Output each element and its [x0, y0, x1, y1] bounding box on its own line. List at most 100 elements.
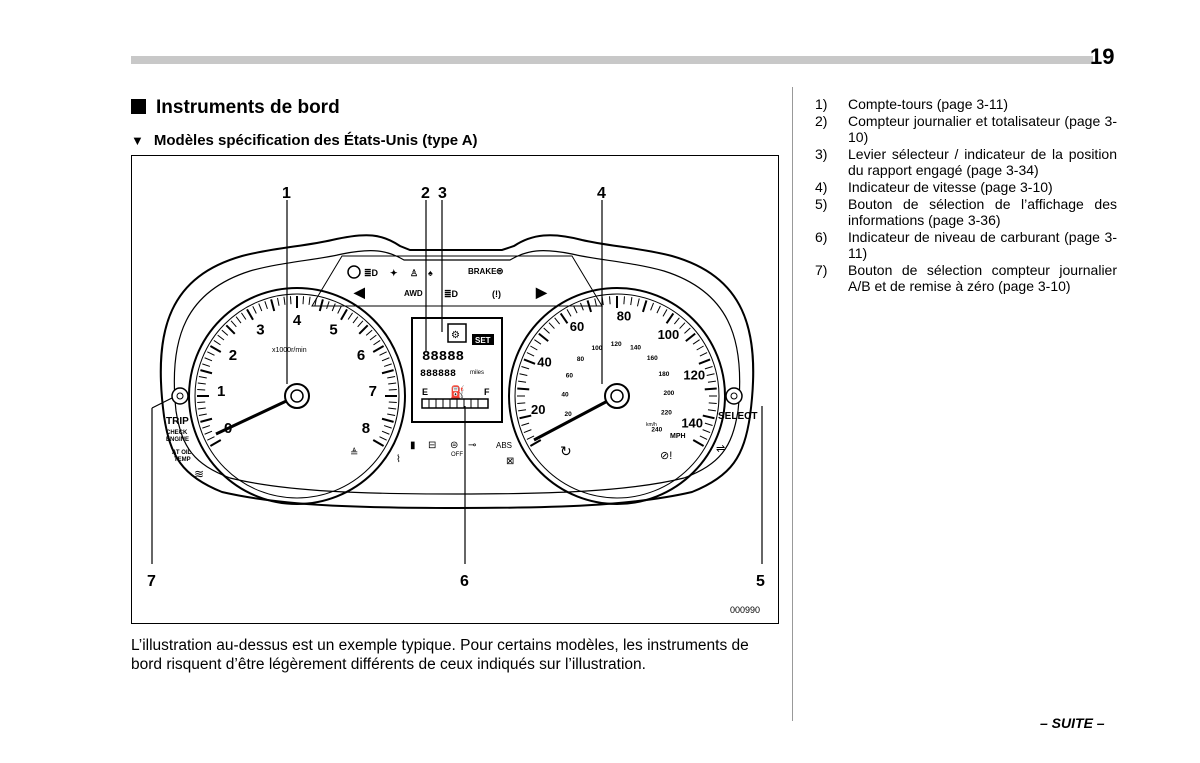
kmh-scale-number: 140: [630, 345, 641, 352]
legend-item: 7)Bouton de sélection compteur journalie…: [815, 262, 1117, 294]
gauge-tick: [641, 300, 648, 313]
brake-label: BRAKE: [468, 267, 497, 276]
gauge-tick: [704, 387, 717, 391]
tachometer-needle: [215, 394, 298, 436]
column-divider: [792, 87, 793, 721]
high-beam-icon: ≣D: [444, 289, 459, 299]
gauge-tick: [388, 382, 397, 385]
gauge-tick: [699, 435, 708, 440]
seat-icon: ♙: [410, 268, 418, 278]
gauge-tick: [702, 429, 711, 433]
instrument-cluster-illustration: ≣D ✦ ♙ ♠ BRAKE ⊜ ◀ AWD ≣D (!) ▶ 01234567…: [147, 185, 765, 615]
gauge-tick: [264, 301, 268, 310]
gauge-tick: [665, 312, 675, 324]
center-display: ⚙ SET 88888 888888 miles E ⛽ F ▮ ⊟ ⊜ OFF…: [396, 317, 514, 467]
fuel-empty-label: E: [422, 387, 428, 397]
traction-icon: ♠: [428, 268, 433, 278]
mph-unit: MPH: [670, 433, 686, 440]
legend-text: Indicateur de niveau de carburant (page …: [848, 229, 1117, 261]
mph-scale-number: 80: [617, 309, 631, 324]
gauge-tick: [197, 401, 206, 404]
kmh-scale-number: 240: [651, 427, 662, 434]
gauge-tick: [200, 369, 213, 375]
gauge-tick: [708, 402, 717, 404]
tachometer-scale-number: 3: [256, 321, 264, 338]
page-number: 19: [1090, 44, 1115, 69]
tachometer-unit: x1000r/min: [272, 347, 307, 354]
callout-5: 5: [756, 573, 765, 590]
check-engine-label-1: CHECK: [166, 430, 188, 436]
gauge-tick: [204, 430, 213, 435]
gauge-tick: [656, 305, 661, 314]
gauge-tick: [204, 357, 213, 362]
gauge-tick: [692, 339, 700, 345]
gauge-tick: [702, 414, 715, 420]
gauge-tick: [241, 312, 247, 320]
gauge-tick: [517, 387, 530, 391]
gauge-tick: [692, 439, 705, 447]
gauge-tick: [277, 297, 280, 306]
vdc-off-label: OFF: [451, 452, 463, 458]
gauge-tick: [252, 306, 257, 314]
gauge-tick: [538, 332, 549, 342]
mph-scale-number: 140: [681, 416, 703, 431]
warning-triangle-icon: ⊘!: [660, 450, 672, 462]
kmh-scale-number: 120: [611, 341, 622, 348]
legend-item: 6)Indicateur de niveau de carburant (pag…: [815, 229, 1117, 261]
gauge-tick: [202, 425, 211, 429]
gauge-tick: [340, 308, 348, 321]
gear-indicator-box: [447, 323, 467, 343]
gauge-tick: [388, 407, 397, 410]
gauge-tick: [704, 422, 713, 426]
odometer-segment-display: 888888: [420, 369, 456, 380]
gauge-tick: [326, 301, 330, 310]
gauge-tick: [518, 409, 527, 412]
mph-scale-number: 100: [658, 327, 680, 342]
lower-warning-icons: ▮ ⊟ ⊜ OFF ⊸ ABS ⊠ ⌇: [396, 440, 514, 467]
speedometer-ticks: [517, 296, 717, 447]
gauge-tick: [673, 317, 680, 325]
gauge-tick: [519, 414, 532, 420]
gauge-tick: [230, 320, 237, 328]
mph-scale-number: 20: [531, 402, 545, 417]
gauge-tick: [623, 296, 625, 305]
legend-text: Bouton de sélection compteur journalier …: [848, 262, 1117, 294]
gauge-tick: [387, 413, 396, 416]
gauge-tick: [308, 296, 311, 305]
gauge-tick: [566, 309, 572, 317]
gauge-tick: [209, 439, 222, 447]
gauge-tick: [523, 358, 536, 365]
callout-lines: [151, 200, 763, 564]
tachometer-ticks: [197, 296, 397, 447]
gauge-tick: [706, 373, 715, 377]
tachometer-scale-number: 5: [329, 321, 337, 338]
warning-lamp-icons: ≣D ✦ ♙ ♠ BRAKE ⊜ ◀ AWD ≣D (!) ▶: [347, 265, 548, 300]
gauge-tick: [197, 388, 206, 391]
kmh-scale-number: 80: [577, 356, 585, 363]
continue-label: – SUITE –: [1040, 715, 1105, 731]
fuel-full-label: F: [484, 387, 490, 397]
tachometer-scale-number: 4: [293, 312, 302, 329]
gauge-tick: [314, 297, 317, 306]
gauge-tick: [202, 363, 211, 367]
legend-item: 4)Indicateur de vitesse (page 3-10): [815, 179, 1117, 195]
oil-temp-icon: ≋: [194, 467, 204, 481]
gauge-tick: [200, 417, 213, 423]
legend-text: Levier sélecteur / indicateur de la posi…: [848, 146, 1117, 178]
oil-pressure-icon: ⊸: [468, 440, 476, 451]
fuel-warning-icon: ▮: [410, 440, 416, 451]
select-label: SELECT: [718, 411, 757, 422]
gear-indicator-icon: ⚙: [451, 330, 460, 341]
gauge-tick: [636, 298, 640, 307]
gauge-tick: [383, 425, 392, 429]
gauge-tick: [630, 297, 633, 306]
gauge-tick: [198, 413, 207, 416]
gauge-tick: [529, 439, 542, 447]
temperature-icon: ≜: [350, 447, 358, 459]
header-rule: [131, 56, 1093, 64]
gauge-tick: [679, 322, 686, 329]
gauge-tick: [609, 296, 611, 305]
gauge-tick: [662, 309, 668, 317]
gauge-tick: [388, 401, 397, 404]
